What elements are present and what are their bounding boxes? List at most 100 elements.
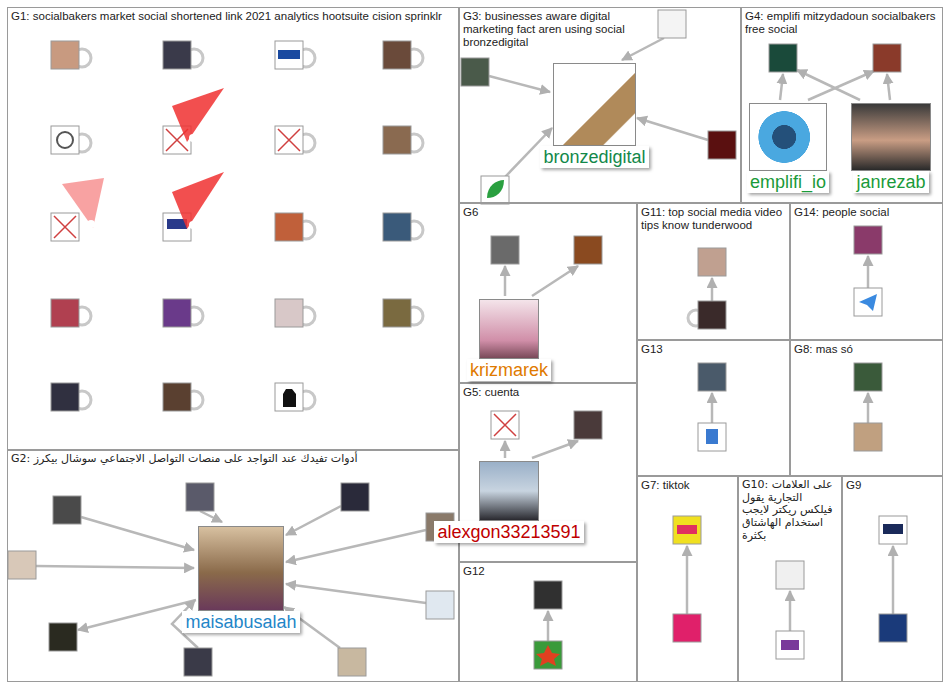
group-box: G1: socialbakers market social shortened…	[7, 7, 459, 450]
group-heading: G1: socialbakers market social shortened…	[8, 8, 458, 25]
avatar-icon	[186, 483, 214, 511]
broken-image-icon	[51, 213, 79, 241]
avatar-icon	[698, 248, 726, 276]
logo-mark	[781, 640, 799, 650]
edge-line	[797, 70, 860, 100]
vertex: bronzedigital	[539, 63, 650, 168]
avatar-icon	[574, 411, 602, 439]
vertex: alexgon33213591	[433, 461, 585, 543]
avatar-icon	[383, 126, 411, 154]
logo-icon	[534, 641, 562, 669]
avatar-icon	[341, 483, 369, 511]
edge-line	[286, 584, 426, 603]
vertex-label: alexgon33213591	[434, 521, 583, 543]
group-heading: G4: emplifi mitzydadoun socialbakers fre…	[742, 8, 942, 38]
group-heading: G7: tiktok	[638, 477, 737, 494]
vertex-label: bronzedigital	[540, 146, 648, 168]
edge-line	[489, 76, 550, 92]
group-heading: G8: mas só	[791, 341, 942, 358]
avatar-icon	[383, 41, 411, 69]
group-heading: G5: cuenta	[460, 384, 636, 401]
avatar-icon	[698, 301, 726, 329]
logo-mark	[536, 645, 560, 666]
logo-mark	[278, 50, 300, 59]
edge-line	[200, 511, 222, 522]
broken-image-mark	[494, 414, 516, 436]
group-box: G7: tiktok	[637, 476, 738, 682]
self-loop-cones	[62, 88, 224, 229]
edge-line	[504, 441, 507, 458]
edge-line	[789, 591, 792, 631]
group-heading: G11: top social media video tips know tu…	[638, 204, 789, 234]
vertex-image	[851, 103, 931, 171]
group-box: G5: cuentaalexgon33213591	[459, 383, 637, 562]
logo-mark	[283, 389, 296, 407]
edge-line	[686, 546, 689, 614]
logo-icon	[481, 176, 509, 204]
self-loops	[73, 49, 704, 409]
edge-line	[808, 71, 874, 100]
group-heading: G3: businesses aware digital marketing f…	[460, 8, 650, 52]
avatar-icon	[184, 648, 212, 676]
edge-line	[711, 278, 714, 301]
vertex-label: krizmarek	[467, 359, 551, 381]
avatar-icon	[275, 299, 303, 327]
edge-line	[780, 74, 783, 100]
group-box: G8: mas só	[790, 340, 943, 476]
avatar-icon	[8, 551, 36, 579]
group-box: G10: على العلامات التجارية يقول فيلكس ري…	[738, 476, 842, 682]
vertex-icons	[8, 10, 907, 676]
group-heading: G2: أدوات تفيدك عند التواجد على منصات ال…	[8, 451, 458, 468]
avatar-icon	[776, 561, 804, 589]
edge-line	[36, 566, 194, 568]
avatar-icon	[426, 591, 454, 619]
group-box: G9	[842, 476, 943, 682]
loop-cone-dot	[87, 220, 95, 228]
avatar-icon	[383, 299, 411, 327]
avatar-icon	[491, 236, 519, 264]
group-box: G2: أدوات تفيدك عند التواجد على منصات ال…	[7, 450, 459, 682]
broken-image-icon	[491, 411, 519, 439]
avatar-icon	[51, 299, 79, 327]
loop-cone	[172, 172, 224, 229]
group-box: G14: people social	[790, 203, 943, 340]
logo-icon	[879, 614, 907, 642]
vertex-image	[198, 526, 284, 611]
logo-icon	[275, 383, 303, 411]
edge-line	[504, 266, 507, 296]
avatar-icon	[51, 383, 79, 411]
logo-icon	[51, 126, 79, 154]
avatar-icon	[338, 648, 366, 676]
loop-cone	[172, 88, 224, 142]
avatar-icon	[461, 58, 489, 86]
avatar-icon	[534, 581, 562, 609]
edge-line	[286, 506, 341, 535]
logo-icon	[769, 44, 797, 72]
logo-mark	[57, 132, 73, 148]
avatar-icon	[49, 623, 77, 651]
broken-image-mark	[278, 129, 300, 151]
vertex: janrezab	[850, 103, 932, 193]
group-heading: G12	[460, 563, 636, 580]
avatar-icon	[163, 299, 191, 327]
loop-cone-dot	[189, 134, 197, 142]
edge-line	[78, 600, 196, 630]
avatar-icon	[275, 213, 303, 241]
group-box: G4: emplifi mitzydadoun socialbakers fre…	[741, 7, 943, 203]
vertex: maisabusalah	[181, 526, 301, 633]
logo-icon	[776, 631, 804, 659]
group-heading: G10: على العلامات التجارية يقول فيلكس ري…	[739, 477, 841, 544]
loop-cone	[62, 178, 104, 228]
group-box: G12	[459, 562, 637, 682]
avatar-icon	[698, 363, 726, 391]
loop-cone-dot	[189, 221, 197, 229]
vertex-image	[553, 63, 636, 146]
vertex-label: emplifi_io	[747, 171, 829, 193]
group-heading: G9	[843, 477, 942, 494]
avatar-icon	[163, 383, 191, 411]
logo-icon	[698, 423, 726, 451]
edge-line	[286, 530, 426, 562]
broken-image-icon	[275, 126, 303, 154]
avatar-icon	[854, 423, 882, 451]
logo-mark	[677, 525, 697, 534]
